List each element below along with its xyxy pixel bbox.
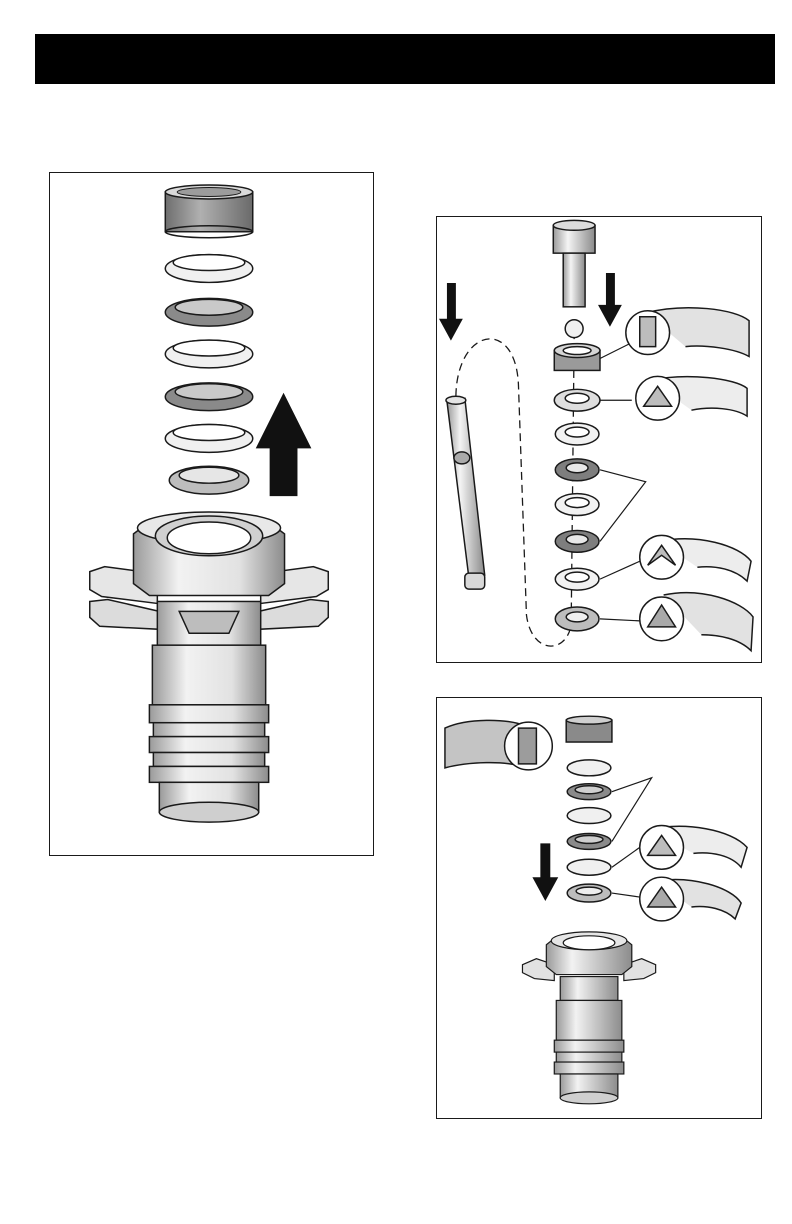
v-packing-ring [555,423,599,445]
retainer-ring [554,344,600,371]
female-gland-ring [567,884,611,902]
piston-rod [446,396,485,589]
v-packing-ring [567,859,611,875]
female-gland-ring [555,607,599,631]
cutaway-detail [640,535,751,581]
v-packing-ring [555,459,599,481]
cutaway-detail [626,308,749,357]
cutaway-detail [640,877,741,921]
cutaway-detail [636,376,747,420]
figure-pump-parts [436,216,762,663]
arrow-down-icon [532,843,558,901]
gland-nut [165,185,252,238]
disassembly-illustration [50,173,373,855]
pump-cylinder [522,932,655,1104]
v-packing-ring [165,425,252,453]
v-packing-ring [165,298,252,326]
figure-reassembly [436,697,762,1119]
arrow-down-icon [598,273,622,327]
reassembly-illustration [437,698,761,1118]
v-packing-ring [567,784,611,800]
cutaway-detail [640,593,753,651]
pump-cylinder [90,512,329,822]
pump-parts-illustration [437,217,761,662]
v-packing-ring [567,833,611,849]
female-gland-ring [169,466,249,494]
gland-ring [554,389,600,411]
packing-ring-stack [165,255,252,495]
piston-valve [553,220,595,337]
v-packing-ring [165,383,252,411]
gland-nut [566,716,612,742]
callout-leaders [600,343,646,621]
piston-ring-stack [554,344,600,631]
v-packing-ring [555,530,599,552]
v-packing-ring [165,340,252,368]
male-gland-ring [165,255,252,283]
figure-disassembly [49,172,374,856]
male-gland-ring [567,760,611,776]
arrow-up-icon [256,393,312,496]
arrow-down-icon [439,283,463,341]
v-packing-ring [555,494,599,516]
section-header-bar [35,34,775,84]
cutaway-detail [445,720,552,769]
v-packing-ring [567,808,611,824]
v-packing-ring [555,568,599,590]
cutaway-detail [640,826,747,870]
packing-ring-stack [567,760,611,902]
